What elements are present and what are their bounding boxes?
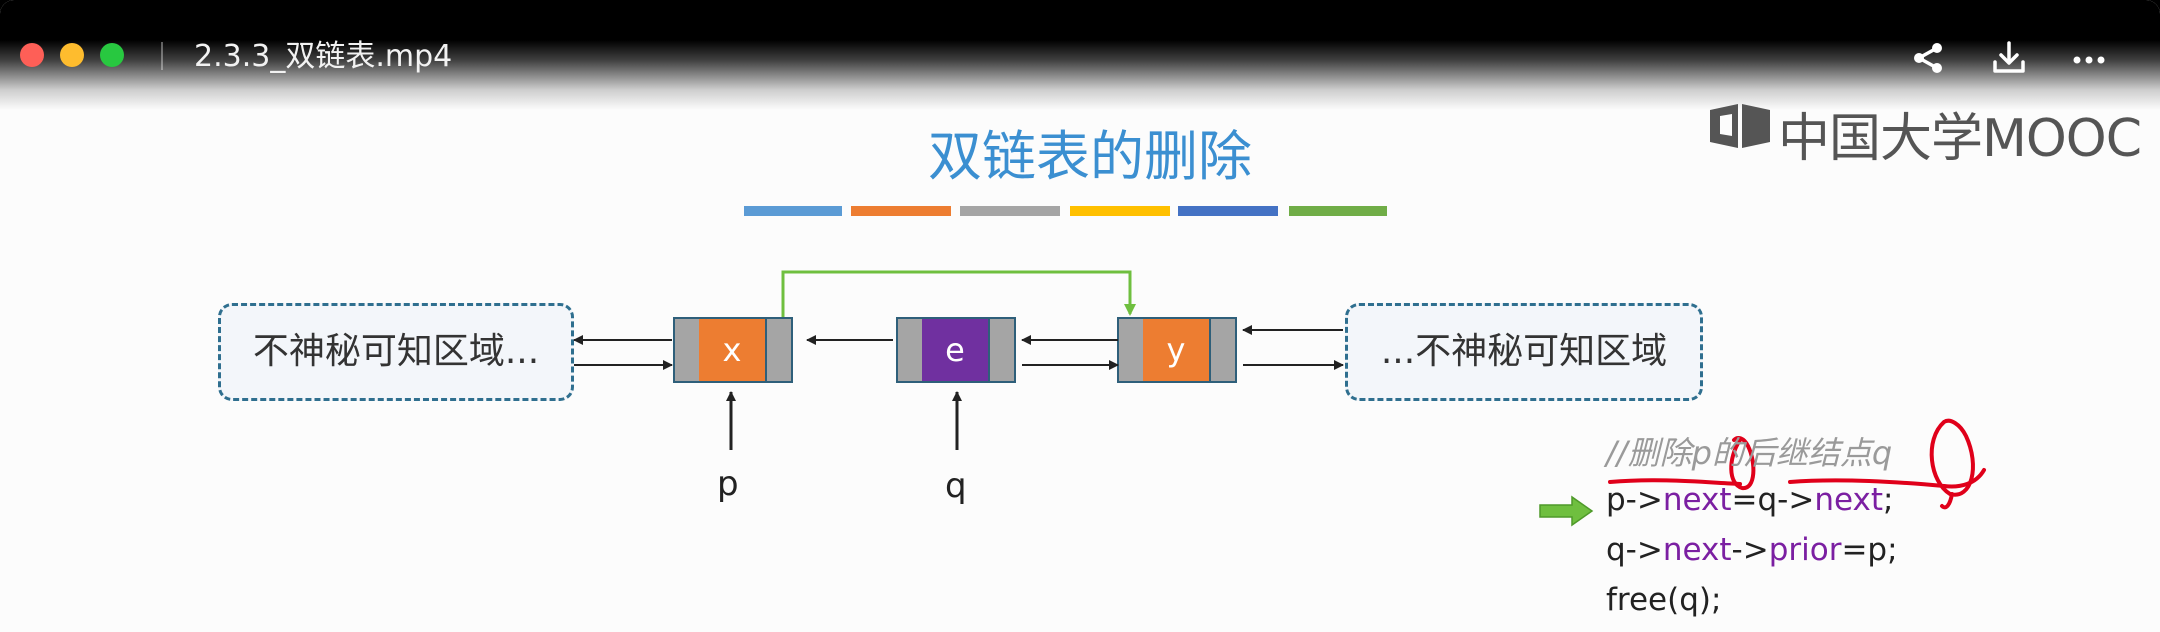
node-data-field: x	[699, 317, 765, 383]
list-node-x: x	[673, 317, 795, 383]
maximize-window-button[interactable]	[100, 43, 124, 67]
code-token: =q->	[1731, 482, 1815, 518]
title-color-bar	[744, 206, 842, 216]
mooc-logo-text: 中国大学MOOC	[1778, 109, 2142, 169]
title-color-bar	[1289, 206, 1387, 216]
next-pointer-field	[1209, 317, 1237, 383]
title-color-bar	[1070, 206, 1170, 216]
close-window-button[interactable]	[20, 43, 44, 67]
prior-pointer-field	[673, 317, 701, 383]
list-node-e: e	[896, 317, 1018, 383]
left-unknown-region: 不神秘可知区域...	[218, 303, 574, 401]
code-line: q->next->prior=p;	[1606, 532, 1898, 568]
next-pointer-field	[988, 317, 1016, 383]
code-token: p->	[1606, 482, 1663, 518]
code-token: ->	[1731, 532, 1769, 568]
title-color-bar	[851, 206, 951, 216]
code-line: free(q);	[1606, 582, 1721, 618]
download-icon[interactable]	[1989, 38, 2029, 78]
node-data-field: e	[922, 317, 988, 383]
title-color-bar	[1178, 206, 1278, 216]
current-line-arrow-icon	[1539, 495, 1594, 527]
link-arrows	[573, 325, 1344, 370]
title-separator	[161, 42, 163, 70]
code-keyword: next	[1662, 532, 1732, 568]
pointer-label-p: p	[717, 464, 739, 504]
pointer-label-q: q	[945, 466, 967, 506]
code-keyword: next	[1662, 482, 1732, 518]
bypass-link-arrow	[781, 270, 1136, 317]
next-pointer-field	[765, 317, 793, 383]
share-icon[interactable]	[1908, 38, 1948, 78]
title-color-bar	[960, 206, 1060, 216]
video-title: 2.3.3_双链表.mp4	[194, 39, 453, 74]
minimize-window-button[interactable]	[60, 43, 84, 67]
code-keyword: next	[1814, 482, 1884, 518]
code-token: =p;	[1841, 532, 1898, 568]
code-comment: //删除p的后继结点q	[1606, 434, 1893, 472]
code-token: free(q);	[1606, 582, 1722, 618]
code-token: ;	[1883, 482, 1894, 518]
right-unknown-region: ...不神秘可知区域	[1345, 303, 1703, 401]
title-bar: 2.3.3_双链表.mp4	[0, 0, 2160, 110]
list-node-y: y	[1117, 317, 1239, 383]
code-keyword: prior	[1768, 532, 1842, 568]
slide-title: 双链表的删除	[928, 125, 1252, 188]
code-token: q->	[1606, 532, 1663, 568]
code-line: p->next=q->next;	[1606, 482, 1894, 518]
more-icon[interactable]	[2069, 38, 2109, 78]
node-data-field: y	[1143, 317, 1209, 383]
handwritten-annotation	[1608, 418, 1986, 510]
mooc-logo-mark	[1710, 104, 1770, 148]
